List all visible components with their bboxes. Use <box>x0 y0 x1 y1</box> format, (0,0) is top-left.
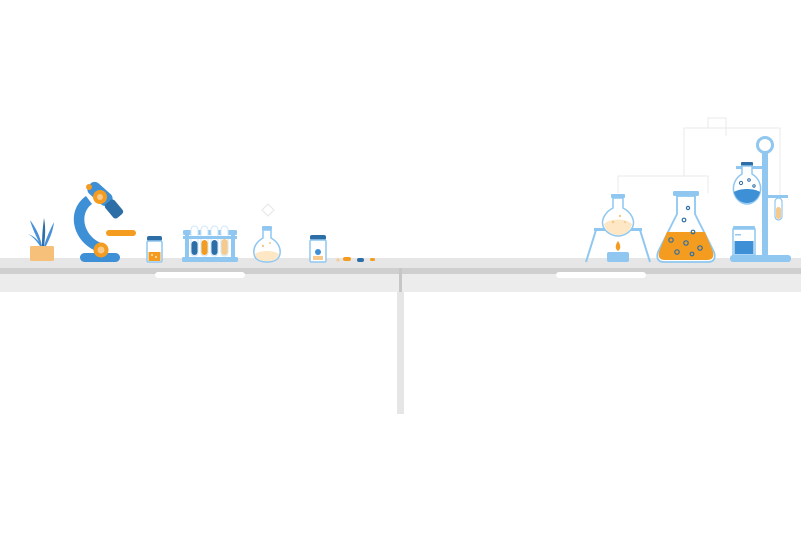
retort-stand-icon <box>730 136 791 262</box>
bench-top <box>0 258 801 268</box>
erlenmeyer-flask-icon <box>656 191 716 263</box>
microscope-icon <box>73 181 136 262</box>
round-flask-icon <box>253 203 281 263</box>
small-beaker-icon <box>146 236 163 263</box>
potted-plant-icon <box>28 218 54 261</box>
pills-icon <box>336 257 375 262</box>
drawer-handle-left[interactable] <box>155 272 245 278</box>
bench-divider <box>399 268 402 292</box>
burner-flask-icon <box>585 194 651 263</box>
lab-bench <box>0 258 801 414</box>
specimen-jar-icon <box>309 235 327 263</box>
test-tube-rack-icon <box>182 225 238 262</box>
drawer-handle-right[interactable] <box>556 272 646 278</box>
bench-leg <box>397 292 404 414</box>
apparatus-outline <box>617 117 781 196</box>
